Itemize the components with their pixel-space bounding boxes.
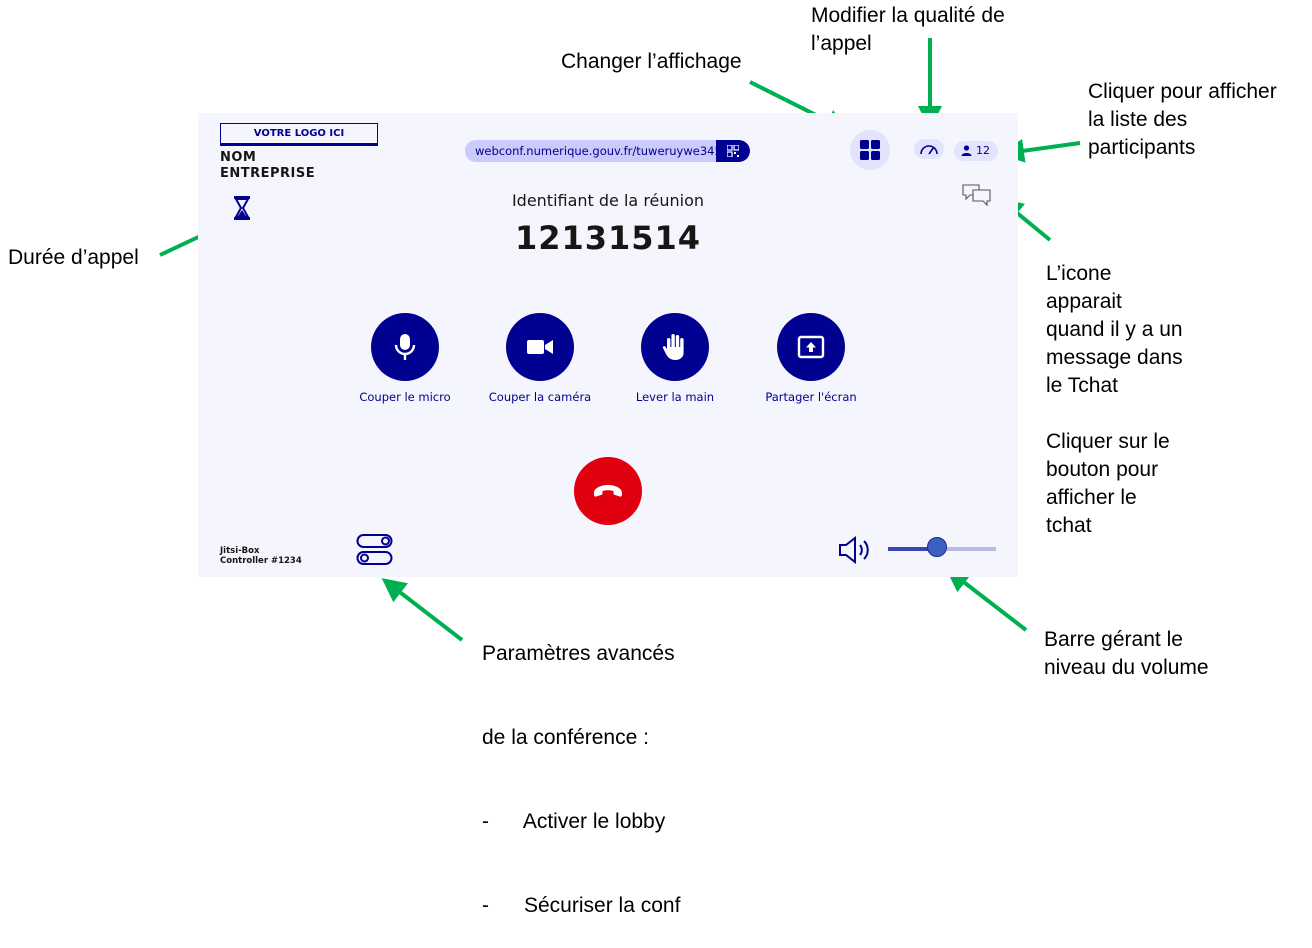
mute-camera-button[interactable] xyxy=(506,313,574,381)
mute-camera-label: Couper la caméra xyxy=(488,390,592,404)
arrow-volume xyxy=(945,568,1028,632)
annotation-line: quand il y a un xyxy=(1046,318,1183,341)
annotation-line: Cliquer pour afficher xyxy=(1088,80,1277,103)
annotation-line: afficher le xyxy=(1046,486,1137,509)
annotation-duration: Durée d’appel xyxy=(8,246,139,269)
annotation-line: niveau du volume xyxy=(1044,656,1209,679)
mute-mic-label: Couper le micro xyxy=(359,390,451,404)
mute-mic-button[interactable] xyxy=(371,313,439,381)
annotation-chat-click: Cliquer sur le bouton pour afficher le t… xyxy=(1046,428,1170,540)
annotation-participants: Cliquer pour afficher la liste des parti… xyxy=(1088,78,1277,162)
company-name-line: NOM xyxy=(220,150,257,165)
participants-button[interactable]: 12 xyxy=(954,141,998,161)
grid-layout-icon xyxy=(860,140,880,160)
annotation-line: de la conférence : xyxy=(482,726,649,749)
qr-code-button[interactable] xyxy=(716,140,750,162)
annotation-view: Changer l’affichage xyxy=(561,50,742,73)
share-screen-label: Partager l'écran xyxy=(765,390,857,404)
raise-hand-control[interactable]: Lever la main xyxy=(610,313,740,404)
share-screen-control[interactable]: Partager l'écran xyxy=(746,313,876,404)
arrow-advanced xyxy=(381,578,464,642)
participants-count: 12 xyxy=(976,144,990,157)
annotation-line: Cliquer sur le xyxy=(1046,430,1170,453)
annotation-line: la liste des xyxy=(1088,108,1188,131)
annotation-line: message dans xyxy=(1046,346,1183,369)
microphone-icon xyxy=(394,334,416,360)
annotation-line: - Activer le lobby xyxy=(482,810,666,833)
annotation-chat-info: L’icone apparait quand il y a un message… xyxy=(1046,260,1183,400)
hourglass-icon xyxy=(234,196,250,220)
call-quality-button[interactable] xyxy=(914,139,944,159)
box-identifier: Jitsi-Box Controller #1234 xyxy=(220,546,302,566)
raise-hand-button[interactable] xyxy=(641,313,709,381)
annotation-line: participants xyxy=(1088,136,1196,159)
phone-hangup-icon xyxy=(594,485,622,497)
meeting-url-pill[interactable]: webconf.numerique.gouv.fr/tuweruywe345 xyxy=(465,140,750,162)
annotation-quality: Modifier la qualité de l’appel xyxy=(811,2,1005,58)
camera-icon xyxy=(527,340,553,354)
hand-icon xyxy=(662,334,684,360)
hangup-button[interactable] xyxy=(574,457,642,525)
mute-camera-control[interactable]: Couper la caméra xyxy=(475,313,605,404)
person-icon xyxy=(961,145,972,156)
volume-slider[interactable] xyxy=(888,537,996,557)
annotation-line: L’icone xyxy=(1046,262,1112,285)
share-screen-icon xyxy=(797,335,825,359)
toggles-icon[interactable] xyxy=(356,533,394,567)
annotation-line: le Tchat xyxy=(1046,374,1118,397)
meeting-url: webconf.numerique.gouv.fr/tuweruywe345 xyxy=(475,144,722,158)
annotation-advanced: Paramètres avancés de la conférence : - … xyxy=(482,584,680,948)
annotation-line: Paramètres avancés xyxy=(482,642,675,665)
annotation-line: l’appel xyxy=(811,32,872,55)
change-view-button[interactable] xyxy=(850,130,890,170)
box-identifier-line: Jitsi-Box xyxy=(220,546,260,556)
logo-placeholder: VOTRE LOGO ICI xyxy=(220,123,378,146)
volume-slider-fill xyxy=(888,547,937,551)
annotation-line: Barre gérant le xyxy=(1044,628,1183,651)
meeting-id: 12131514 xyxy=(514,219,702,257)
speedometer-icon xyxy=(920,145,938,155)
box-identifier-line: Controller #1234 xyxy=(220,556,302,566)
speaker-icon xyxy=(839,536,869,564)
annotation-volume: Barre gérant le niveau du volume xyxy=(1044,626,1209,682)
company-name: NOM ENTREPRISE xyxy=(220,150,315,182)
raise-hand-label: Lever la main xyxy=(635,390,715,404)
annotation-line: - Sécuriser la conf xyxy=(482,894,681,917)
meeting-id-label: Identifiant de la réunion xyxy=(511,191,705,210)
annotation-line: bouton pour xyxy=(1046,458,1159,481)
share-screen-button[interactable] xyxy=(777,313,845,381)
annotation-line: Modifier la qualité de xyxy=(811,4,1005,27)
arrow-participants xyxy=(1000,138,1081,163)
qr-code-icon xyxy=(727,145,739,157)
mute-mic-control[interactable]: Couper le micro xyxy=(340,313,470,404)
chat-icon[interactable] xyxy=(962,183,992,207)
annotation-line: apparait xyxy=(1046,290,1122,313)
volume-slider-thumb[interactable] xyxy=(926,537,947,557)
conference-screen: VOTRE LOGO ICI NOM ENTREPRISE webconf.nu… xyxy=(198,113,1018,577)
company-name-line: ENTREPRISE xyxy=(220,166,316,181)
annotation-line: tchat xyxy=(1046,514,1092,537)
